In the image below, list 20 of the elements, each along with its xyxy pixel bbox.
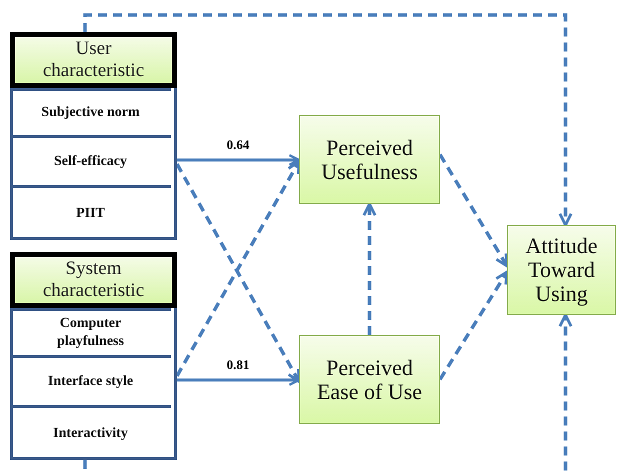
group-heading: System characteristic (10, 252, 177, 308)
arrow (438, 154, 508, 268)
factor-cell: PIIT (10, 185, 171, 240)
group-heading: User characteristic (10, 32, 177, 88)
factor-cell: Self-efficacy (10, 135, 171, 185)
arrow (177, 374, 300, 386)
arrow (362, 202, 376, 335)
construct-box: Perceived Ease of Use (299, 335, 440, 424)
factor-cell: Subjective norm (10, 88, 171, 135)
construct-box: Perceived Usefulness (299, 115, 440, 204)
group-panel (10, 252, 177, 460)
arrow (438, 270, 508, 380)
factor-cell: Interactivity (10, 405, 171, 460)
arrow (177, 154, 300, 166)
arrow (83, 314, 572, 473)
factor-cell: Interface style (10, 355, 171, 405)
group-panel (10, 32, 177, 240)
arrow (83, 13, 572, 226)
construct-box: Attitude Toward Using (507, 225, 616, 315)
factor-cell: Computer playfulness (10, 308, 171, 355)
